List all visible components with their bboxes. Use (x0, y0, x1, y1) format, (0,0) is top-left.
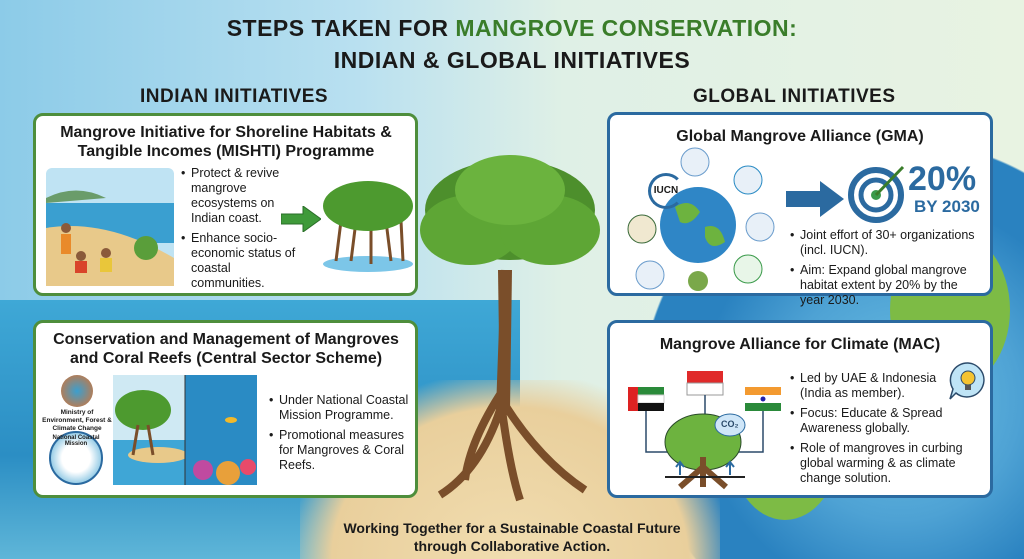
page-title: STEPS TAKEN FOR MANGROVE CONSERVATION: I… (226, 15, 798, 73)
bullet: Joint effort of 30+ organizations (incl.… (790, 228, 985, 258)
mac-card: Mangrove Alliance for Climate (MAC) CO₂ … (607, 320, 993, 498)
global-initiatives-heading: GLOBAL INITIATIVES (693, 86, 896, 107)
bullet: Led by UAE & Indonesia (India as member)… (790, 371, 970, 401)
india-flag (745, 387, 781, 411)
arrow-right-icon (786, 181, 844, 217)
target-percentage: 20% (908, 160, 977, 198)
bullet: Enhance socio-economic status of coastal… (181, 231, 296, 291)
gma-title: Global Mangrove Alliance (GMA) (676, 128, 924, 145)
mac-title: Mangrove Alliance for Climate (MAC) (659, 336, 941, 353)
gma-bullets: Joint effort of 30+ organizations (incl.… (790, 228, 985, 313)
community-planting-illustration (46, 168, 174, 286)
cmmcr-bullets: Under National Coastal Mission Programme… (269, 393, 414, 478)
indonesia-flag (686, 371, 724, 396)
lightbulb-icon (949, 362, 985, 400)
mac-bullets: Led by UAE & Indonesia (India as member)… (790, 371, 970, 491)
footer-caption: Working Together for a Sustainable Coast… (343, 520, 681, 554)
bullet: Aim: Expand global mangrove habitat exte… (790, 263, 985, 308)
bullet: Promotional measures for Mangroves & Cor… (269, 428, 414, 473)
mangrove-coral-illustration (113, 375, 257, 485)
co2-label: CO₂ (721, 419, 739, 429)
central-mangrove-tree-illustration (420, 155, 600, 502)
indian-initiatives-heading: INDIAN INITIATIVES (140, 86, 329, 107)
target-year: BY 2030 (914, 197, 980, 216)
bullet: Focus: Educate & Spread Awareness global… (790, 406, 970, 436)
bullet: Protect & revive mangrove ecosystems on … (181, 166, 296, 226)
bullet: Role of mangroves in curbing global warm… (790, 441, 970, 486)
moefcc-caption: Ministry of Environment, Forest & Climat… (42, 409, 112, 432)
gma-card: Global Mangrove Alliance (GMA) IUCN 20% … (607, 112, 993, 307)
mangrove-tree-icon (323, 181, 413, 272)
cmmcr-title: Conservation and Management of Mangroves… (53, 331, 399, 367)
mishti-bullets: Protect & revive mangrove ecosystems on … (181, 166, 296, 296)
partner-logos-globe-illustration (627, 147, 775, 291)
mishti-title: Mangrove Initiative for Shoreline Habita… (60, 124, 392, 160)
iucn-logo: IUCN (648, 173, 684, 209)
mishti-card: Mangrove Initiative for Shoreline Habita… (33, 113, 418, 296)
arrow-right-icon (281, 206, 321, 232)
flags-tree-illustration (628, 371, 781, 490)
moefcc-logo: Ministry of Environment, Forest & Climat… (42, 375, 112, 432)
national-coastal-mission-logo: National Coastal Mission (49, 431, 103, 485)
target-icon (848, 165, 905, 223)
bullet: Under National Coastal Mission Programme… (269, 393, 414, 423)
cmmcr-card: Conservation and Management of Mangroves… (33, 320, 418, 498)
uae-flag (628, 387, 665, 411)
